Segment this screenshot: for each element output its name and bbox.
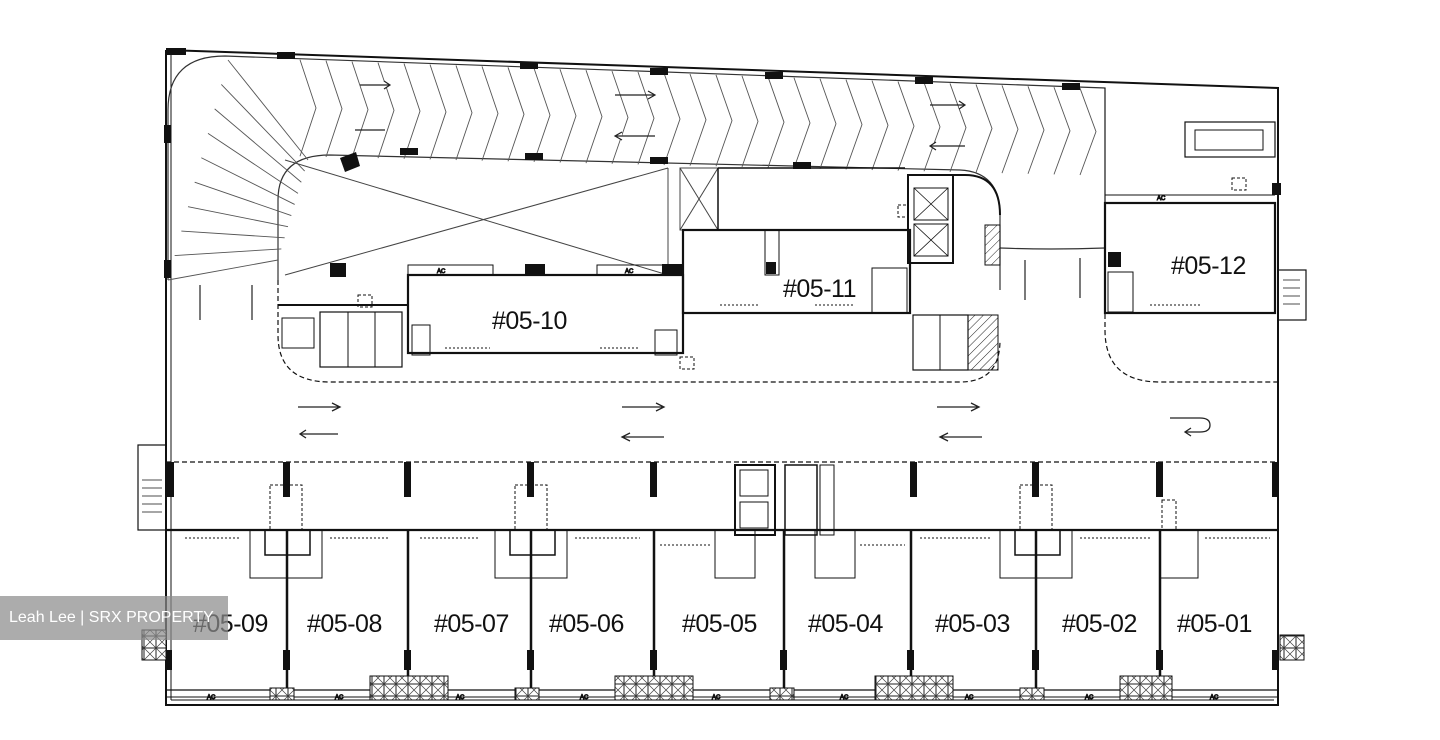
unit-label-05-03: #05-03 (935, 610, 1010, 638)
ac-label: AC (456, 695, 465, 701)
unit-label-05-02: #05-02 (1062, 610, 1137, 638)
car-park-ramp (164, 48, 1281, 320)
unit-label-05-01: #05-01 (1177, 610, 1252, 638)
void-area (284, 159, 719, 276)
ac-label: AC (1157, 196, 1166, 202)
ac-label: AC (840, 695, 849, 701)
unit-05-10: AC AC (277, 263, 1001, 383)
ac-label: AC (625, 269, 634, 275)
unit-label-05-10: #05-10 (492, 307, 567, 335)
ac-label: AC (712, 695, 721, 701)
ac-label: AC (580, 695, 589, 701)
unit-label-05-04: #05-04 (808, 610, 883, 638)
lower-units-row: AC AC AC AC AC AC AC AC AC (137, 444, 1305, 702)
ac-label: AC (207, 695, 216, 701)
ac-label: AC (965, 695, 974, 701)
ac-label: AC (335, 695, 344, 701)
unit-05-12: AC (1103, 88, 1307, 383)
unit-label-05-07: #05-07 (434, 610, 509, 638)
unit-05-11 (681, 167, 1001, 371)
ac-label: AC (1085, 695, 1094, 701)
unit-label-05-11: #05-11 (783, 275, 856, 303)
watermark: Leah Lee | SRX PROPERTY (0, 596, 228, 640)
unit-label-05-06: #05-06 (549, 610, 624, 638)
ac-label: AC (437, 269, 446, 275)
unit-label-05-12: #05-12 (1171, 252, 1246, 280)
unit-label-05-08: #05-08 (307, 610, 382, 638)
ac-label: AC (1210, 695, 1219, 701)
unit-label-05-05: #05-05 (682, 610, 757, 638)
driveway-arrows (298, 402, 1211, 442)
